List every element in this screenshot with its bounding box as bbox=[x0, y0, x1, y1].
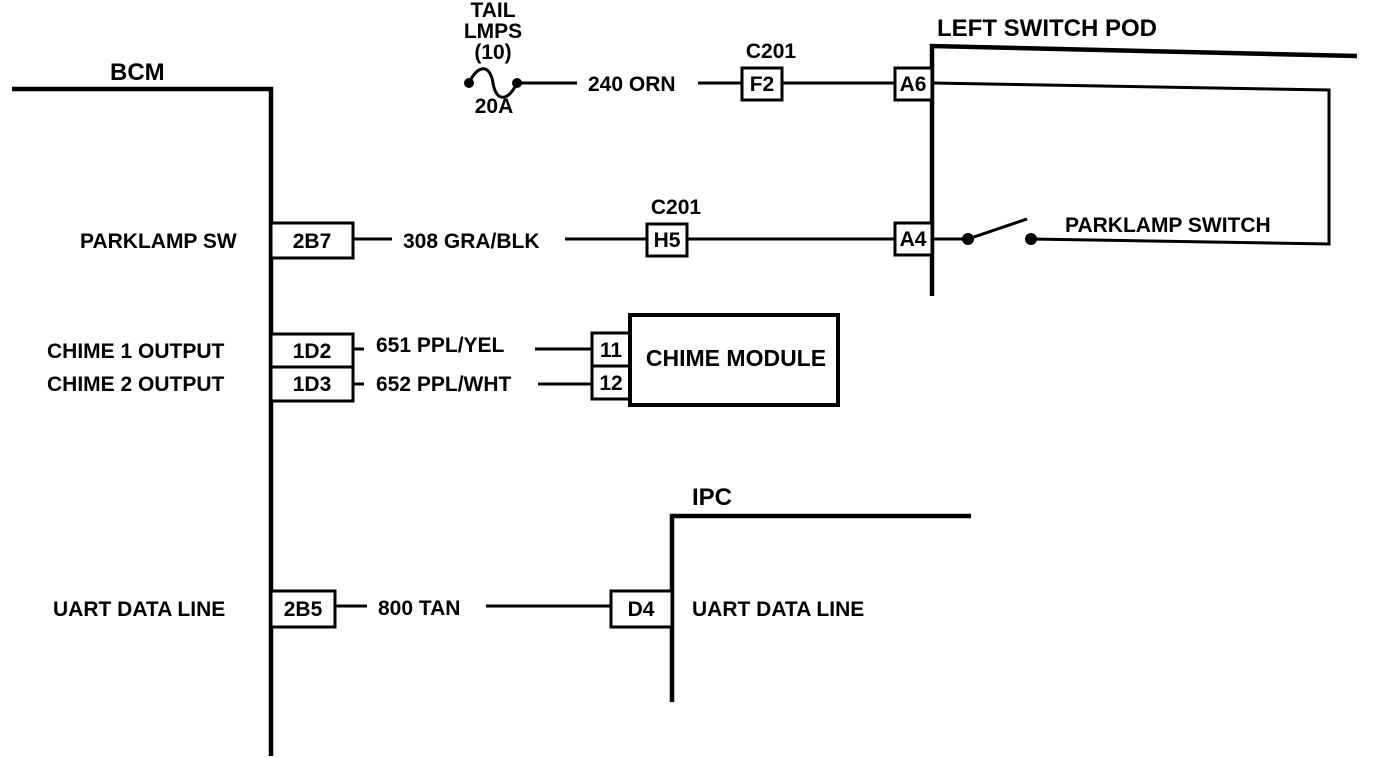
pin-2b5-label: 2B5 bbox=[284, 598, 323, 621]
circuit-652: CHIME 2 OUTPUT 1D3 652 PPL/WHT bbox=[47, 365, 592, 403]
pin-d4-label: D4 bbox=[628, 598, 655, 621]
pin-d4-box bbox=[609, 589, 674, 629]
fuse-label-line2: LMPS bbox=[464, 20, 522, 43]
pin-1d3-label: 1D3 bbox=[293, 373, 332, 396]
pin-h5-box bbox=[645, 222, 689, 258]
ipc-module: IPC D4 UART DATA LINE bbox=[609, 484, 971, 702]
chime-module-title: CHIME MODULE bbox=[646, 345, 826, 371]
pin-11-label: 11 bbox=[600, 339, 623, 362]
pin-a6-label: A6 bbox=[900, 73, 927, 96]
pod-internal-feed bbox=[931, 81, 1331, 246]
parklamp-switch-label: PARKLAMP SWITCH bbox=[1065, 214, 1271, 237]
pin-2b5-box bbox=[269, 589, 337, 629]
fuse-label-line3: (10) bbox=[474, 41, 511, 64]
parklamp-switch-blade-icon bbox=[967, 217, 1028, 241]
fuse-label-line1: TAIL bbox=[470, 0, 515, 22]
pin-1d2-label: 1D2 bbox=[293, 340, 332, 363]
bcm-parklamp-sw-label: PARKLAMP SW bbox=[80, 230, 237, 253]
wire-800-label: 800 TAN bbox=[378, 597, 460, 620]
left-switch-pod-title: LEFT SWITCH POD bbox=[937, 15, 1157, 42]
fuse-tail-lmps: TAIL LMPS (10) 20A bbox=[464, 0, 522, 118]
wire-651-label: 651 PPL/YEL bbox=[376, 334, 505, 357]
ipc-uart-label: UART DATA LINE bbox=[692, 598, 864, 621]
circuit-240: 240 ORN C201 F2 bbox=[517, 40, 895, 102]
pin-12-label: 12 bbox=[599, 372, 622, 395]
wire-308-label: 308 GRA/BLK bbox=[403, 230, 540, 253]
bcm-chime1-label: CHIME 1 OUTPUT bbox=[47, 340, 225, 363]
fuse-element-icon bbox=[467, 67, 519, 99]
circuit-800: UART DATA LINE 2B5 800 TAN bbox=[53, 589, 611, 629]
pin-f2-label: F2 bbox=[750, 73, 775, 96]
pin-2b7-label: 2B7 bbox=[293, 230, 332, 253]
connector-c201-label: C201 bbox=[651, 196, 702, 219]
pin-2b7-box bbox=[269, 221, 355, 260]
left-switch-pod-outline bbox=[929, 43, 1358, 296]
left-switch-pod: LEFT SWITCH POD A6 A4 PARKLAMP SWITCH bbox=[893, 15, 1358, 296]
circuit-308: PARKLAMP SW 2B7 308 GRA/BLK C201 H5 bbox=[80, 196, 895, 260]
ipc-title: IPC bbox=[692, 484, 732, 511]
bcm-title: BCM bbox=[110, 59, 165, 86]
connector-c201-label: C201 bbox=[746, 40, 797, 63]
bcm-module: BCM bbox=[12, 59, 274, 756]
circuit-651: CHIME 1 OUTPUT 1D2 651 PPL/YEL bbox=[47, 332, 592, 369]
bcm-uart-label: UART DATA LINE bbox=[53, 598, 225, 621]
bcm-outline bbox=[12, 86, 274, 756]
pin-h5-label: H5 bbox=[654, 229, 681, 252]
chime-module-box bbox=[628, 313, 840, 407]
wire-652-label: 652 PPL/WHT bbox=[376, 373, 512, 396]
fuse-rating: 20A bbox=[475, 95, 514, 118]
pin-a6-box bbox=[893, 66, 934, 102]
switch-contact-right bbox=[1025, 233, 1037, 245]
pin-a4-label: A4 bbox=[900, 228, 927, 251]
wire-240-label: 240 ORN bbox=[588, 73, 676, 96]
bcm-chime2-label: CHIME 2 OUTPUT bbox=[47, 373, 225, 396]
pin-1d3-box bbox=[269, 365, 355, 403]
chime-module: 11 12 CHIME MODULE bbox=[590, 313, 840, 407]
ipc-outline bbox=[669, 513, 971, 702]
